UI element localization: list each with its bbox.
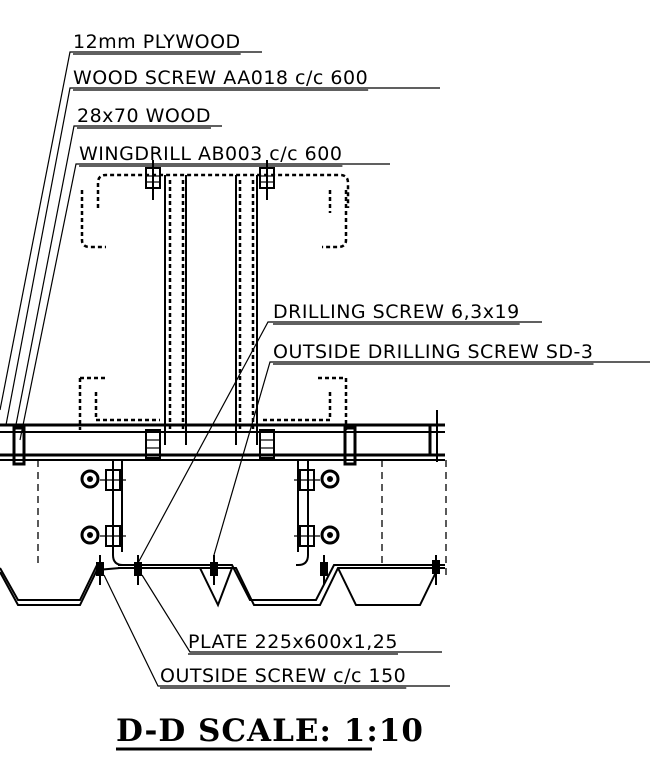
trapezoidal-sheet [0, 564, 445, 608]
leader-lines-left [0, 51, 440, 441]
label-outside-screw: OUTSIDE SCREW c/c 150 [160, 665, 406, 687]
wingdrill-top-right [259, 160, 275, 200]
purlin-webs [164, 175, 258, 445]
rail-bolt-right [259, 429, 275, 459]
label-outside-drilling-screw: OUTSIDE DRILLING SCREW SD-3 [273, 341, 594, 363]
lower-purlin-flanges [78, 376, 348, 430]
label-wood-screw: WOOD SCREW AA018 c/c 600 [73, 67, 368, 89]
label-wingdrill: WINGDRILL AB003 c/c 600 [79, 143, 342, 165]
drawing-title: D-D SCALE: 1:10 [116, 713, 424, 749]
wingdrill-top-left [145, 160, 161, 200]
rail-bolt-left [145, 429, 161, 459]
bracket-bolts [80, 469, 340, 547]
label-plywood: 12mm PLYWOOD [73, 31, 241, 53]
leader-lines-right [103, 321, 650, 687]
label-plate: PLATE 225x600x1,25 [188, 631, 398, 653]
horizontal-rail [0, 410, 445, 466]
label-wood: 28x70 WOOD [77, 105, 211, 127]
upper-purlin-flanges [80, 173, 350, 430]
label-drilling-screw: DRILLING SCREW 6,3x19 [273, 301, 520, 323]
sheet-fasteners [96, 555, 440, 585]
